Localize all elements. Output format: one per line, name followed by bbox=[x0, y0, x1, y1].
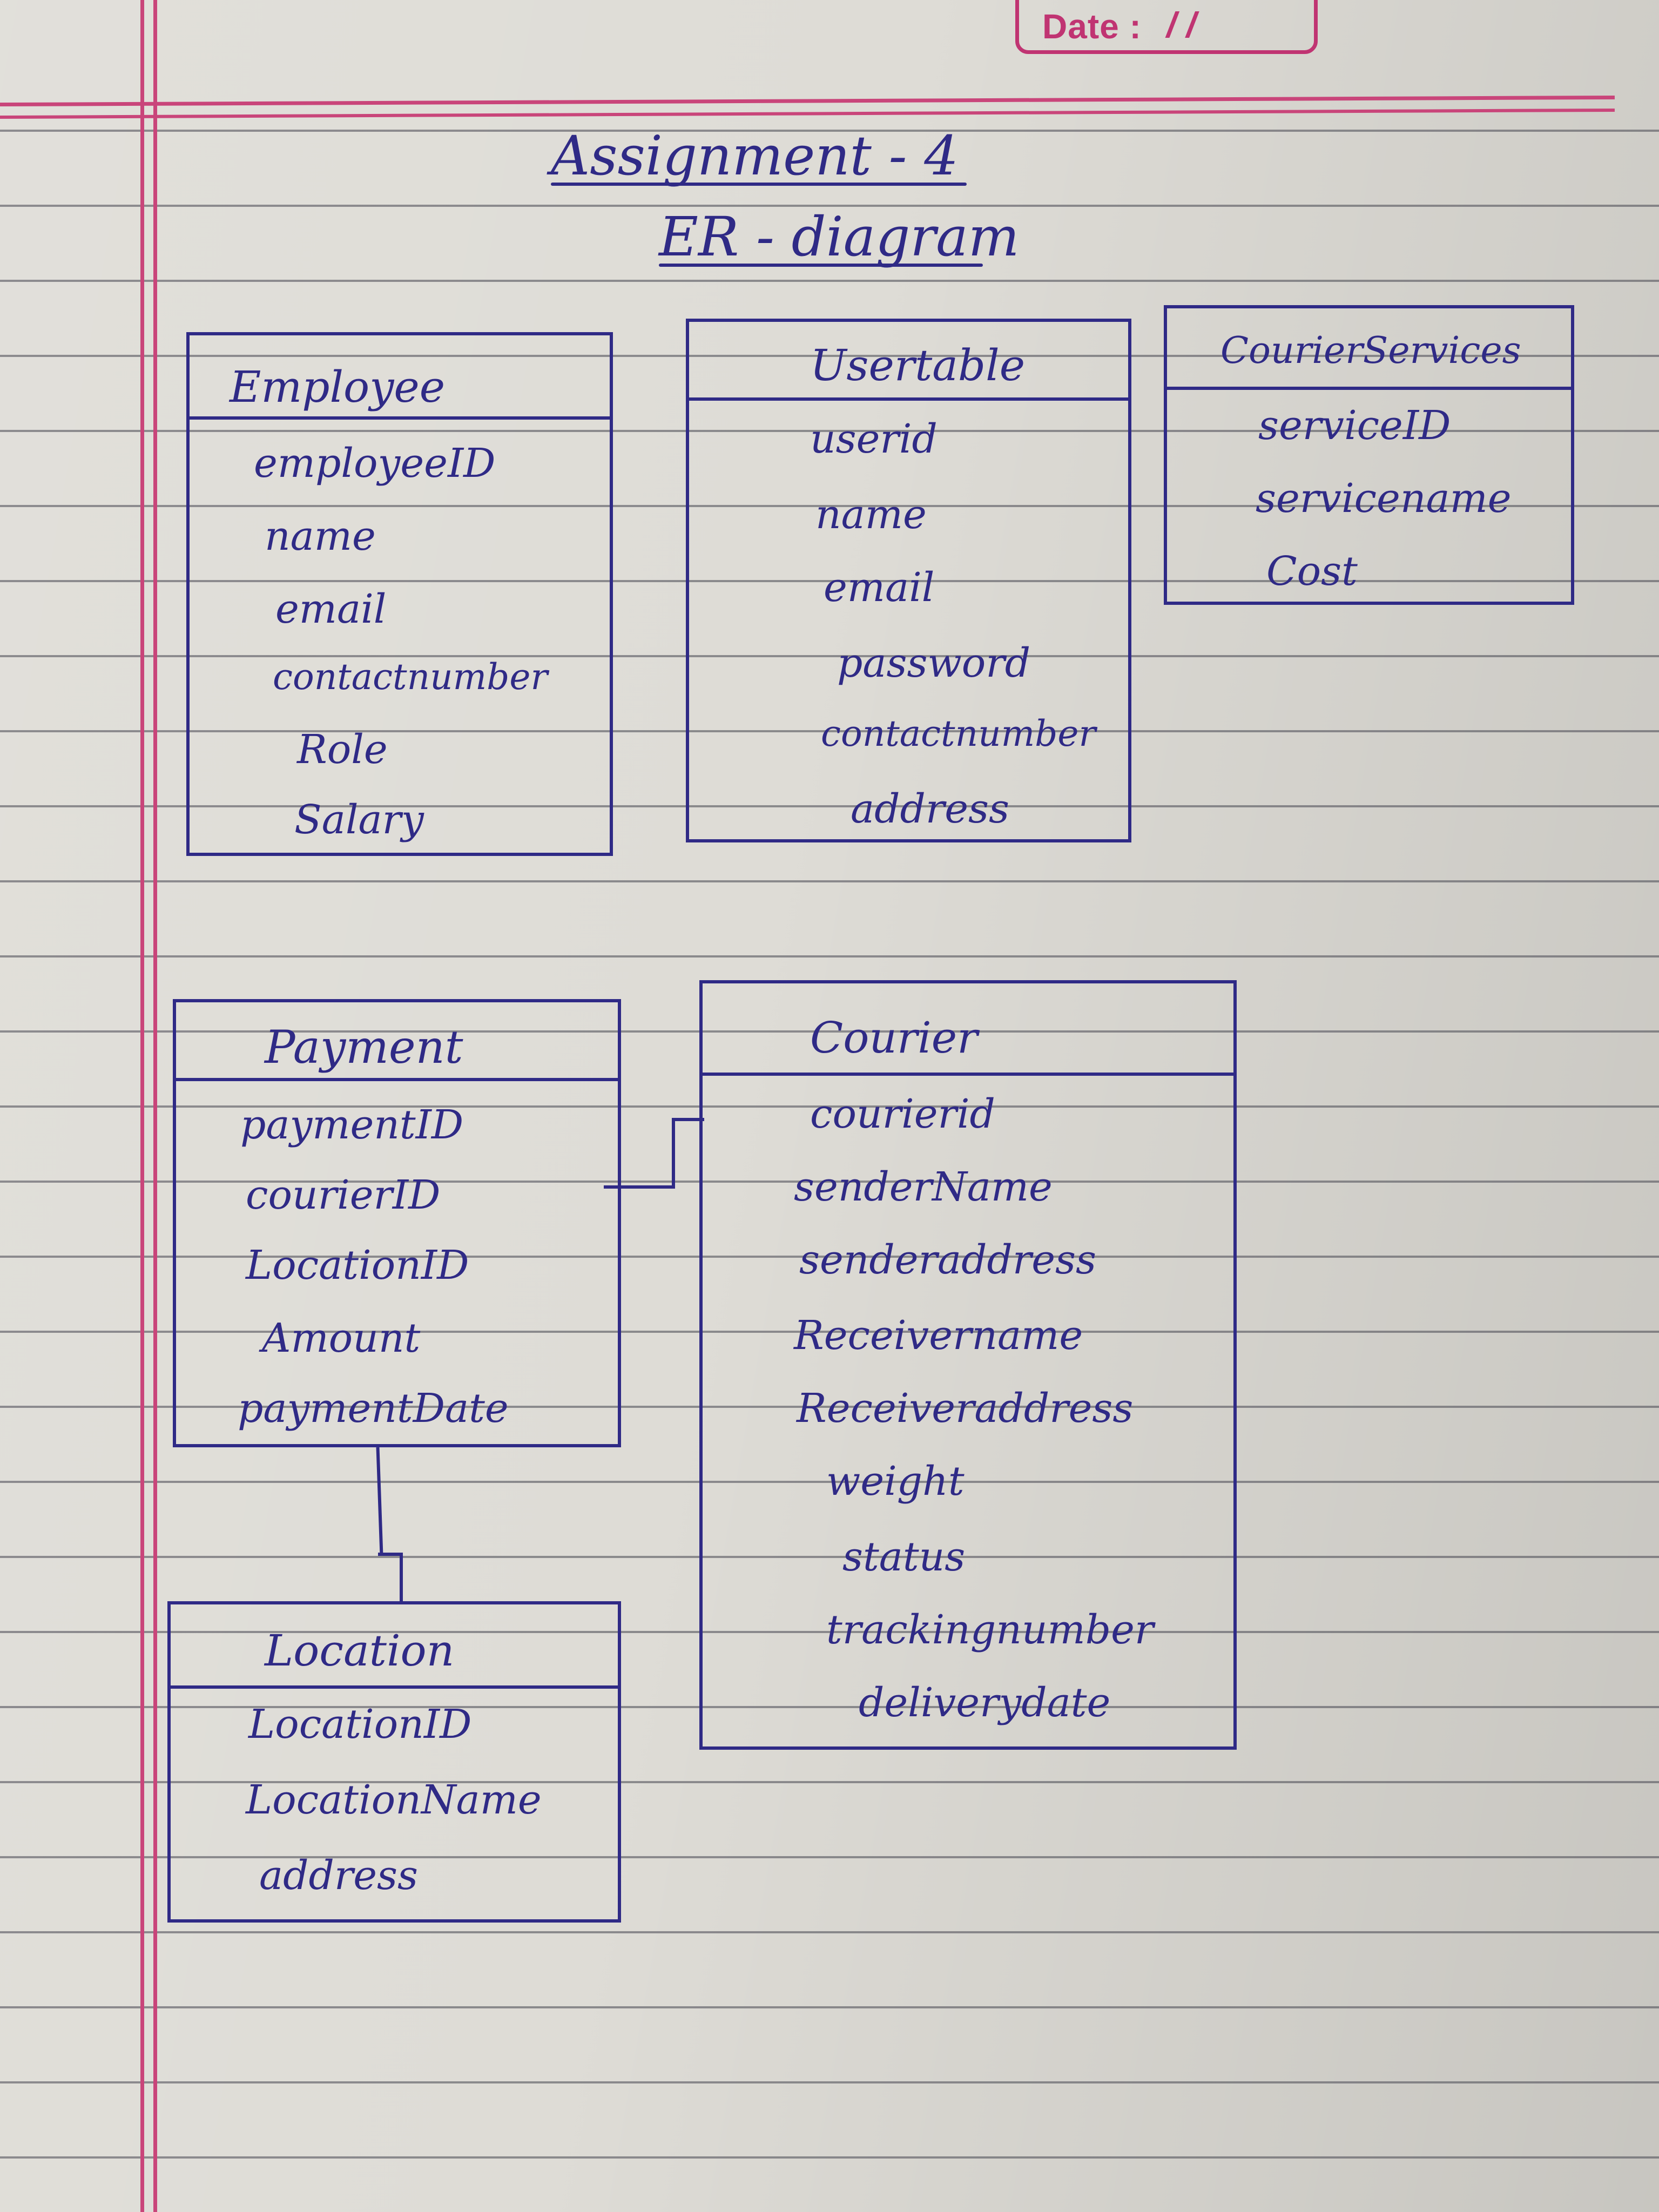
attribute: Amount bbox=[262, 1315, 421, 1361]
attribute: address bbox=[259, 1852, 418, 1899]
entity-usertable bbox=[686, 319, 1131, 842]
connector-payment-courier bbox=[604, 1185, 675, 1189]
attribute: Receivername bbox=[794, 1312, 1083, 1359]
page-subtitle: ER - diagram bbox=[659, 205, 1020, 268]
margin-line bbox=[153, 0, 157, 2212]
attribute: email bbox=[824, 564, 935, 611]
attribute: courierid bbox=[810, 1091, 995, 1137]
attribute: email bbox=[275, 586, 387, 632]
attribute: contactnumber bbox=[273, 656, 548, 698]
entity-name-usertable: Usertable bbox=[810, 340, 1026, 390]
connector-payment-courier bbox=[672, 1118, 704, 1121]
ruled-lines bbox=[0, 130, 1659, 2212]
connector-payment-courier bbox=[672, 1118, 675, 1189]
attribute: paymentID bbox=[240, 1102, 464, 1148]
entity-name-location: Location bbox=[265, 1626, 455, 1676]
attribute: senderName bbox=[794, 1164, 1053, 1210]
attribute: LocationName bbox=[246, 1777, 542, 1823]
subtitle-underline bbox=[659, 264, 983, 267]
attribute: Receiveraddress bbox=[797, 1385, 1134, 1432]
connector-payment-location bbox=[378, 1553, 402, 1556]
date-box bbox=[1015, 0, 1318, 54]
attribute: contactnumber bbox=[821, 713, 1096, 754]
attribute: paymentDate bbox=[238, 1385, 509, 1432]
page-title: Assignment - 4 bbox=[551, 124, 959, 187]
entity-name-payment: Payment bbox=[265, 1021, 463, 1074]
attribute: Salary bbox=[294, 797, 424, 843]
entity-employee bbox=[186, 332, 613, 856]
attribute: deliverydate bbox=[859, 1680, 1111, 1726]
attribute: trackingnumber bbox=[826, 1607, 1154, 1653]
attribute: name bbox=[265, 513, 376, 559]
attribute: name bbox=[815, 491, 927, 538]
attribute: servicename bbox=[1256, 475, 1512, 522]
attribute: weight bbox=[826, 1458, 965, 1505]
title-underline bbox=[551, 183, 967, 186]
attribute: courierID bbox=[246, 1172, 441, 1218]
date-label: Date : bbox=[1042, 7, 1142, 46]
attribute: LocationID bbox=[248, 1701, 472, 1748]
entity-courierservices bbox=[1164, 305, 1574, 605]
attribute: status bbox=[842, 1534, 966, 1580]
attribute: LocationID bbox=[246, 1242, 469, 1289]
attribute: serviceID bbox=[1258, 402, 1451, 449]
entity-location bbox=[167, 1601, 621, 1923]
entity-courier bbox=[699, 980, 1237, 1750]
attribute: employeeID bbox=[254, 440, 496, 487]
attribute: Cost bbox=[1266, 548, 1358, 595]
entity-name-courierservices: CourierServices bbox=[1220, 329, 1521, 372]
entity-name-courier: Courier bbox=[810, 1013, 978, 1063]
attribute: senderaddress bbox=[799, 1237, 1096, 1283]
header-rule bbox=[0, 108, 1615, 119]
attribute: Role bbox=[297, 726, 388, 773]
connector-payment-location bbox=[400, 1553, 403, 1604]
entity-payment bbox=[173, 999, 621, 1447]
date-value: / / bbox=[1166, 5, 1197, 45]
attribute: password bbox=[837, 640, 1031, 686]
attribute: userid bbox=[810, 416, 938, 462]
header-rule bbox=[0, 95, 1615, 106]
margin-line bbox=[140, 0, 144, 2212]
attribute: address bbox=[851, 786, 1009, 832]
entity-name-employee: Employee bbox=[230, 362, 446, 412]
